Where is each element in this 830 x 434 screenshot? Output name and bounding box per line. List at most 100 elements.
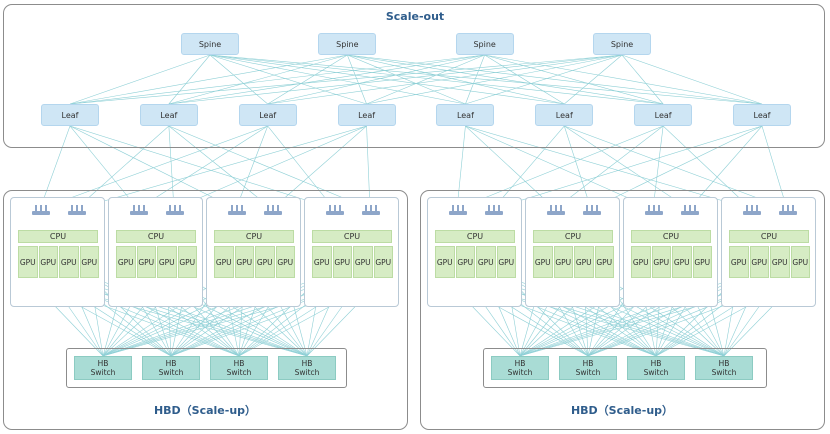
leaf-nic-link	[69, 125, 237, 210]
leaf-nic-link	[271, 125, 367, 210]
nic-body	[485, 211, 503, 215]
gpu-block: GPU	[373, 246, 393, 278]
leaf-nic-link	[39, 125, 268, 210]
nic-port	[586, 205, 588, 211]
spine-leaf-link	[209, 54, 268, 105]
nic-port	[143, 205, 145, 211]
nic-port	[272, 205, 274, 211]
leaf-switch: Leaf	[634, 104, 693, 126]
gpu-block: GPU	[157, 246, 177, 278]
spine-leaf-link	[209, 54, 466, 105]
nic-body	[645, 211, 663, 215]
nic-port	[751, 205, 753, 211]
spine-leaf-link	[69, 54, 485, 105]
gpu-block: GPU	[749, 246, 769, 278]
nic-body	[228, 211, 246, 215]
leaf-nic-link	[688, 125, 763, 210]
nic-port	[267, 205, 269, 211]
spine-switch: Spine	[455, 33, 514, 55]
gpu-block: GPU	[594, 246, 614, 278]
nic-body	[362, 211, 380, 215]
nic-port	[555, 205, 557, 211]
leaf-nic-link	[465, 125, 654, 210]
spine-leaf-link	[267, 54, 348, 105]
nic-icon	[743, 203, 761, 215]
cpu-block: CPU	[729, 230, 809, 243]
gpu-block: GPU	[79, 246, 99, 278]
nic-icon	[166, 203, 184, 215]
leaf-switch: Leaf	[337, 104, 396, 126]
nic-icon	[449, 203, 467, 215]
nic-body	[681, 211, 699, 215]
nic-port	[334, 205, 336, 211]
nic-body	[326, 211, 344, 215]
nic-port	[133, 205, 135, 211]
cpu-block: CPU	[214, 230, 294, 243]
spine-leaf-link	[366, 54, 623, 105]
nic-body	[130, 211, 148, 215]
gpu-block: GPU	[533, 246, 553, 278]
hb-switch-label-line2: Switch	[226, 368, 252, 377]
gpu-hbswitch-link	[102, 276, 224, 357]
nic-port	[169, 205, 171, 211]
gpu-block: GPU	[116, 246, 136, 278]
gpu-block: GPU	[353, 246, 373, 278]
nic-icon	[228, 203, 246, 215]
cpu-block: CPU	[533, 230, 613, 243]
spine-leaf-link	[347, 54, 565, 105]
leaf-nic-link	[456, 125, 664, 210]
nic-port	[684, 205, 686, 211]
hb-switch-label-line1: HB	[582, 359, 594, 368]
nic-port	[792, 205, 794, 211]
spine-switch: Spine	[318, 33, 377, 55]
nic-icon	[130, 203, 148, 215]
spine-leaf-link	[484, 54, 565, 105]
leaf-nic-link	[235, 125, 268, 210]
nic-port	[375, 205, 377, 211]
leaf-switch: Leaf	[535, 104, 594, 126]
leaf-nic-link	[492, 125, 565, 210]
spine-leaf-link	[69, 54, 211, 105]
nic-body	[32, 211, 50, 215]
gpu-block: GPU	[255, 246, 275, 278]
leaf-nic-link	[564, 125, 690, 210]
cpu-block: CPU	[312, 230, 392, 243]
cpu-block: CPU	[435, 230, 515, 243]
leaf-nic-link	[168, 125, 371, 210]
leaf-switch: Leaf	[238, 104, 297, 126]
nic-port	[370, 205, 372, 211]
spine-leaf-link	[347, 54, 367, 105]
gpu-hbswitch-link	[102, 276, 343, 357]
hb-switch-label-line1: HB	[718, 359, 730, 368]
gpu-block: GPU	[332, 246, 352, 278]
nic-port	[498, 205, 500, 211]
nic-icon	[362, 203, 380, 215]
spine-leaf-link	[484, 54, 664, 105]
spine-leaf-link	[366, 54, 485, 105]
gpu-block: GPU	[692, 246, 712, 278]
nic-icon	[68, 203, 86, 215]
hbd-title-2: HBD（Scale-up）	[570, 404, 674, 417]
nic-port	[365, 205, 367, 211]
nic-port	[694, 205, 696, 211]
leaf-switch: Leaf	[733, 104, 791, 126]
gpu-block: GPU	[651, 246, 671, 278]
leaf-nic-link	[267, 125, 335, 210]
spine-leaf-link	[465, 54, 485, 105]
leaf-switch: Leaf	[139, 104, 198, 126]
nic-port	[35, 205, 37, 211]
spine-leaf-link	[168, 54, 348, 105]
hb-switch-label-line1: HB	[233, 359, 245, 368]
nic-port	[81, 205, 83, 211]
leaf-nic-link	[173, 125, 367, 210]
nic-port	[179, 205, 181, 211]
leaf-nic-link	[69, 125, 139, 210]
leaf-nic-link	[69, 125, 335, 210]
gpu-block: GPU	[476, 246, 496, 278]
nic-icon	[547, 203, 565, 215]
gpu-block: GPU	[177, 246, 197, 278]
